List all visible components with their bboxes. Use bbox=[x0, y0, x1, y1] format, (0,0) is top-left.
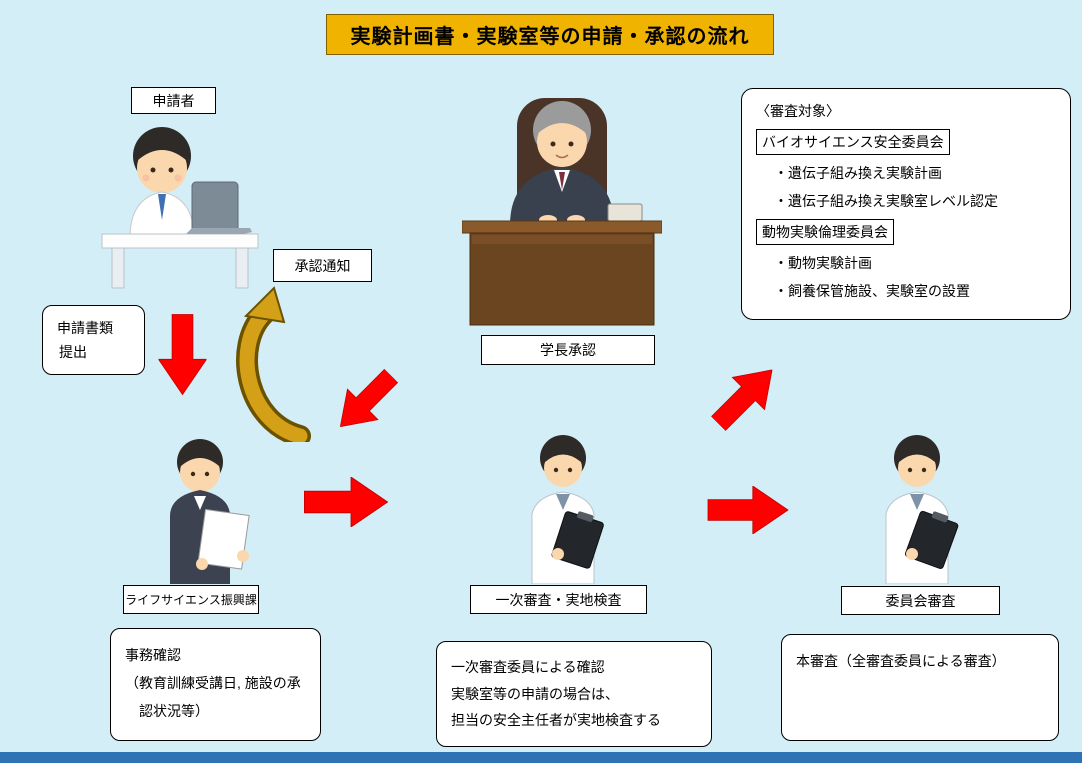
primary-review-note-line: 担当の安全主任者が実地検査する bbox=[451, 712, 661, 729]
president-approval-label: 学長承認 bbox=[481, 335, 655, 365]
arrow-down-icon bbox=[154, 309, 208, 401]
admin-check-line: 認状況等） bbox=[139, 703, 209, 719]
review-item-gene-lab-level: ・遺伝子組み換え実験室レベル認定 bbox=[774, 193, 998, 209]
application-docs-line1: 申請書類 bbox=[57, 320, 113, 336]
applicant-illustration bbox=[100, 120, 260, 295]
arrow-up-right-icon bbox=[701, 353, 792, 444]
committee-bio-safety-label: バイオサイエンス安全委員会 bbox=[756, 129, 950, 155]
review-item-gene-plan: ・遺伝子組み換え実験計画 bbox=[774, 165, 942, 181]
approval-notice-label: 承認通知 bbox=[273, 249, 372, 282]
admin-check-line: 事務確認 bbox=[125, 647, 181, 663]
primary-review-note-line: 一次審査委員による確認 bbox=[451, 659, 605, 675]
arrow-right-icon bbox=[705, 485, 791, 539]
admin-check-line: （教育訓練受講日, 施設の承 bbox=[125, 675, 301, 691]
page-title: 実験計画書・実験室等の申請・承認の流れ bbox=[326, 14, 774, 55]
applicant-label: 申請者 bbox=[131, 87, 216, 114]
committee-animal-ethics-label: 動物実験倫理委員会 bbox=[756, 219, 894, 245]
review-item-animal-plan: ・動物実験計画 bbox=[774, 255, 872, 271]
review-target-panel: 〈審査対象〉 バイオサイエンス安全委員会 ・遺伝子組み換え実験計画 ・遺伝子組み… bbox=[741, 88, 1071, 320]
application-docs-line2: 提出 bbox=[59, 344, 87, 360]
application-docs-box: 申請書類 提出 bbox=[42, 305, 145, 375]
primary-review-note: 一次審査委員による確認 実験室等の申請の場合は、 担当の安全主任者が実地検査する bbox=[436, 641, 712, 747]
primary-review-label: 一次審査・実地検査 bbox=[470, 585, 647, 614]
review-item-animal-facility: ・飼養保管施設、実験室の設置 bbox=[774, 283, 970, 299]
clerk-illustration bbox=[150, 436, 265, 591]
admin-check-note: 事務確認 （教育訓練受講日, 施設の承 認状況等） bbox=[110, 628, 321, 741]
main-review-note-line: 本審査（全審査委員による審査） bbox=[796, 653, 1006, 669]
arrow-right-icon bbox=[303, 476, 389, 532]
arrow-down-left-icon bbox=[321, 356, 408, 443]
primary-review-note-line: 実験室等の申請の場合は、 bbox=[451, 685, 619, 702]
arrow-curved-return-icon bbox=[224, 284, 312, 447]
life-science-division-label: ライフサイエンス振興課 bbox=[123, 585, 259, 614]
committee-review-label: 委員会審査 bbox=[841, 586, 1000, 615]
inspector-illustration bbox=[508, 434, 618, 589]
committee-member-illustration bbox=[862, 434, 972, 589]
review-target-heading: 〈審査対象〉 bbox=[756, 103, 840, 119]
bottom-accent-bar bbox=[0, 752, 1082, 763]
president-illustration bbox=[461, 92, 663, 337]
main-review-note: 本審査（全審査委員による審査） bbox=[781, 634, 1059, 741]
